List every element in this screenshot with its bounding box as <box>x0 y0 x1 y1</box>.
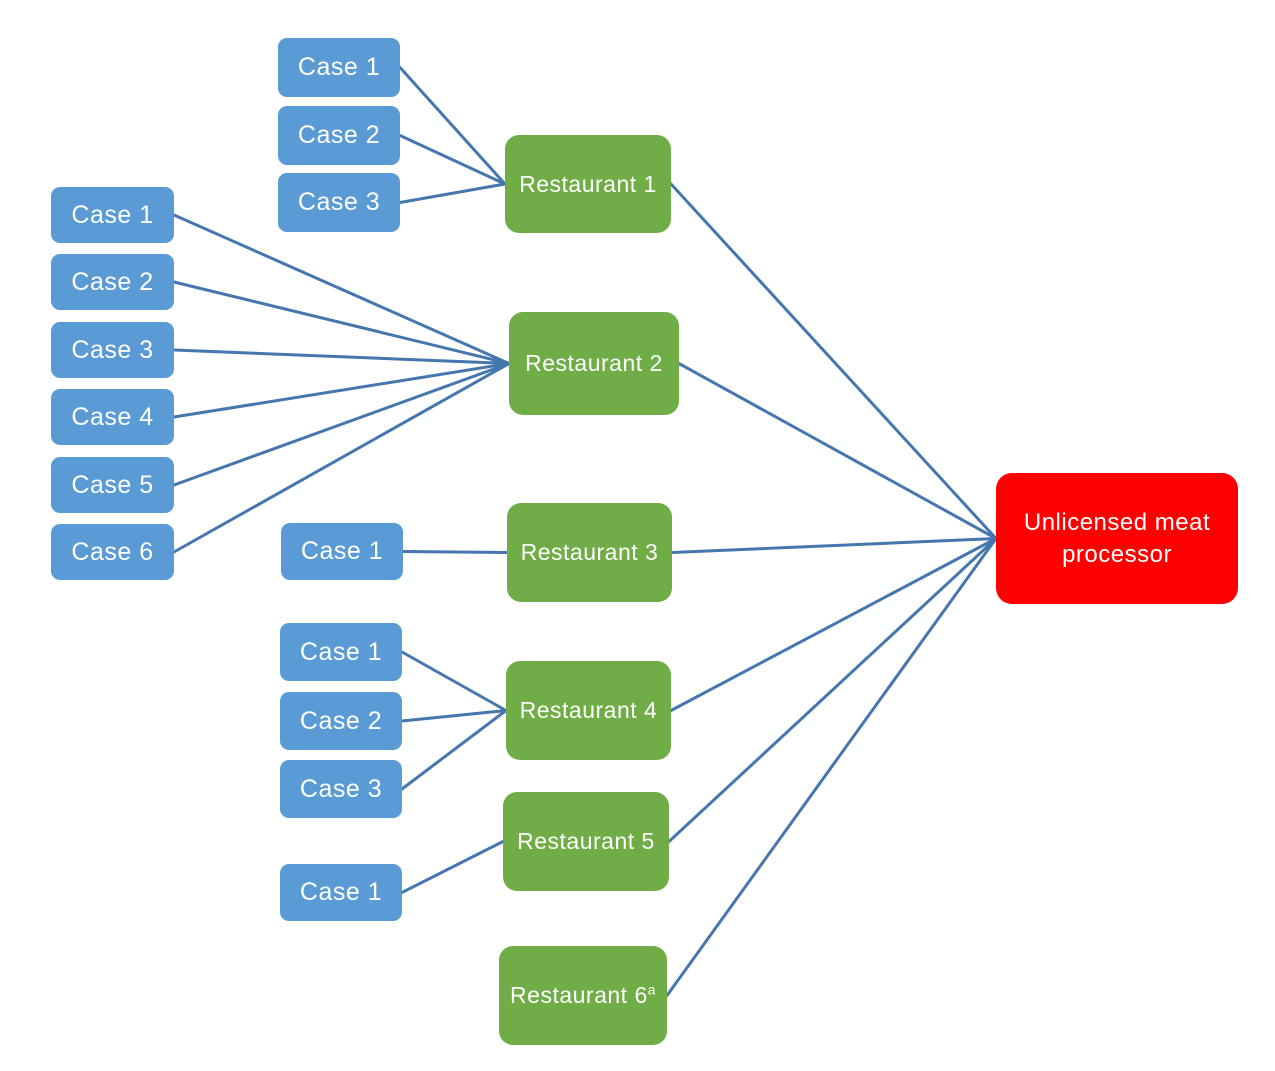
case-node-r2-case4: Case 4 <box>51 389 174 445</box>
processor-node-processor: Unlicensed meat processor <box>996 473 1238 604</box>
edge-r2-case3-to-r2 <box>172 348 511 365</box>
edge-r2-case6-to-r2 <box>172 362 511 554</box>
case-label: Case 2 <box>299 706 383 735</box>
edge-r1-to-processor <box>669 182 998 540</box>
case-label: Case 1 <box>71 200 154 229</box>
case-label: Case 3 <box>71 335 154 364</box>
restaurant-label: Restaurant 2 <box>525 350 663 376</box>
restaurant-label: Restaurant 1 <box>519 170 657 197</box>
case-node-r2-case6: Case 6 <box>51 524 174 580</box>
edge-r2-case5-to-r2 <box>172 362 511 487</box>
edge-r2-to-processor <box>677 362 998 540</box>
case-node-r4-case1: Case 1 <box>280 623 402 681</box>
edge-r2-case1-to-r2 <box>172 213 511 365</box>
edge-r1-case2-to-r1 <box>398 134 507 186</box>
restaurant-label: Restaurant 5 <box>517 828 655 854</box>
edge-r1-case1-to-r1 <box>398 66 507 186</box>
case-label: Case 2 <box>71 267 154 296</box>
restaurant-node-r6: Restaurant 6a <box>499 946 667 1045</box>
case-node-r2-case2: Case 2 <box>51 254 174 310</box>
case-node-r1-case3: Case 3 <box>278 173 400 232</box>
case-label: Case 4 <box>71 402 154 431</box>
edge-r2-case2-to-r2 <box>172 280 511 365</box>
case-label: Case 1 <box>299 878 383 906</box>
case-label: Case 1 <box>299 637 383 666</box>
edge-r4-case2-to-r4 <box>400 709 508 723</box>
case-node-r1-case2: Case 2 <box>278 106 400 165</box>
case-label: Case 3 <box>299 774 383 803</box>
edge-r6-to-processor <box>665 537 998 997</box>
restaurant-node-r2: Restaurant 2 <box>509 312 679 415</box>
restaurant-label: Restaurant 3 <box>520 539 659 565</box>
case-node-r4-case3: Case 3 <box>280 760 402 818</box>
restaurant-label: Restaurant 6a <box>510 982 656 1008</box>
case-label: Case 2 <box>297 121 381 149</box>
edge-r4-to-processor <box>669 537 998 712</box>
case-node-r3-case1: Case 1 <box>281 523 403 580</box>
restaurant-node-r3: Restaurant 3 <box>507 503 672 602</box>
case-node-r1-case1: Case 1 <box>278 38 400 97</box>
case-node-r2-case3: Case 3 <box>51 322 174 378</box>
edge-r2-case4-to-r2 <box>172 362 511 419</box>
edge-r3-to-processor <box>670 537 998 554</box>
restaurant-label: Restaurant 4 <box>519 697 658 723</box>
edge-r4-case3-to-r4 <box>400 709 508 791</box>
case-label: Case 6 <box>71 537 154 566</box>
case-label: Case 5 <box>71 470 154 499</box>
restaurant-node-r5: Restaurant 5 <box>503 792 669 891</box>
edge-r5-to-processor <box>667 537 998 843</box>
footnote-marker: a <box>647 982 656 998</box>
case-label: Case 3 <box>297 188 381 216</box>
case-node-r2-case5: Case 5 <box>51 457 174 513</box>
case-node-r4-case2: Case 2 <box>280 692 402 750</box>
case-node-r2-case1: Case 1 <box>51 187 174 243</box>
edge-r5-case1-to-r5 <box>400 840 505 894</box>
restaurant-node-r1: Restaurant 1 <box>505 135 671 233</box>
case-node-r5-case1: Case 1 <box>280 864 402 921</box>
edge-r3-case1-to-r3 <box>401 550 509 554</box>
edge-r1-case3-to-r1 <box>398 182 507 204</box>
restaurant-node-r4: Restaurant 4 <box>506 661 671 760</box>
edge-r4-case1-to-r4 <box>400 650 508 712</box>
processor-label: Unlicensed meat processor <box>1023 509 1211 568</box>
case-label: Case 1 <box>297 53 381 81</box>
case-label: Case 1 <box>300 537 384 565</box>
